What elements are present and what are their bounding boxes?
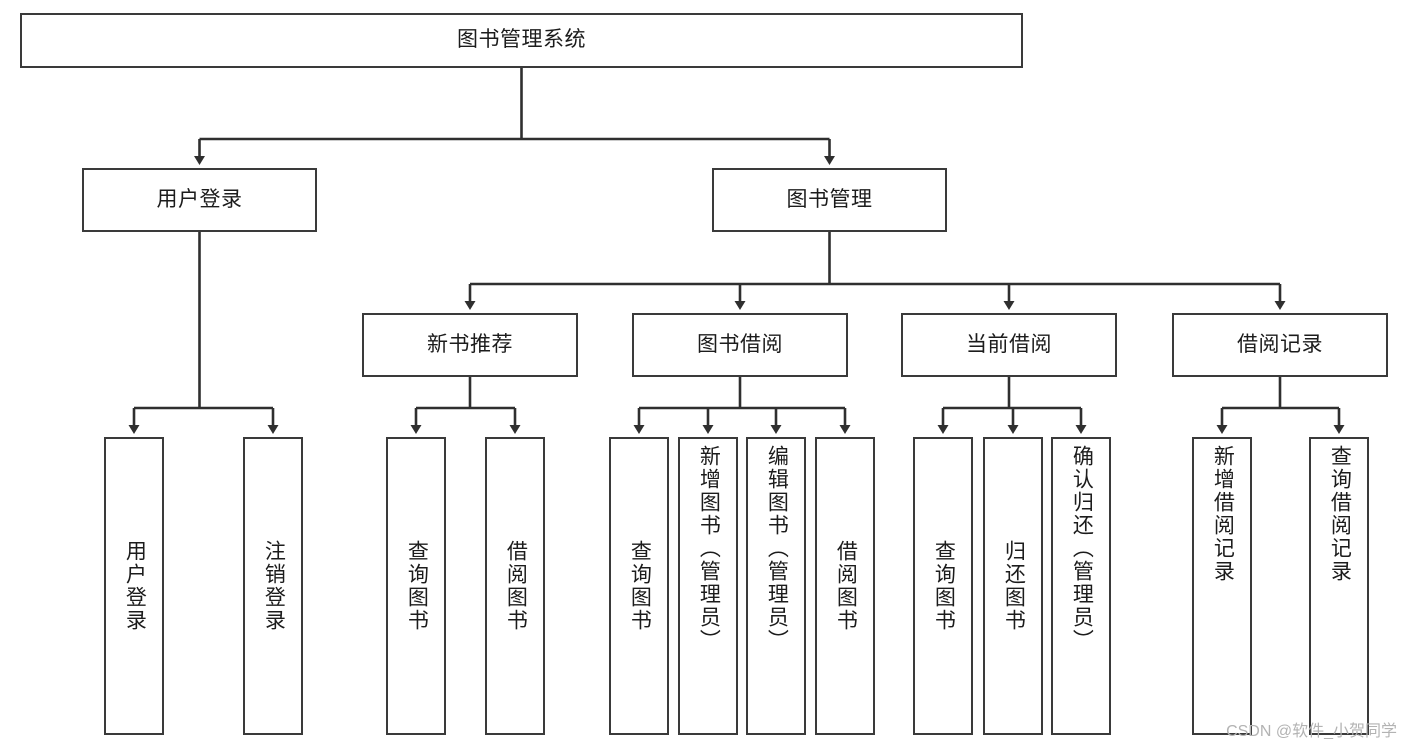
node-label: 图书管理	[786, 187, 873, 211]
node-borrow-record[interactable]: 借阅记录	[1172, 313, 1388, 377]
node-label: 新增借阅记录	[1211, 445, 1235, 583]
node-label: 新增图书（管理员）	[697, 445, 721, 652]
node-leaf-borrow-book-1[interactable]: 借阅图书	[485, 437, 545, 735]
node-label: 图书借阅	[697, 332, 783, 356]
node-label: 图书管理系统	[457, 28, 586, 52]
node-leaf-login[interactable]: 用户登录	[104, 437, 164, 735]
node-leaf-query-record[interactable]: 查询借阅记录	[1309, 437, 1369, 735]
node-label: 用户登录	[156, 187, 243, 211]
node-label: 归还图书	[1002, 540, 1026, 632]
node-leaf-add-record[interactable]: 新增借阅记录	[1192, 437, 1252, 735]
node-leaf-logout[interactable]: 注销登录	[243, 437, 303, 735]
node-label: 查询图书	[932, 540, 956, 632]
node-label: 查询图书	[405, 540, 429, 632]
node-new-book-rec[interactable]: 新书推荐	[362, 313, 578, 377]
csdn-watermark: CSDN @软件_小贺同学	[1226, 723, 1397, 740]
node-leaf-edit-book[interactable]: 编辑图书（管理员）	[746, 437, 806, 735]
node-label: 借阅图书	[504, 540, 528, 632]
node-root[interactable]: 图书管理系统	[20, 13, 1023, 68]
node-label: 借阅图书	[834, 540, 858, 632]
node-label: 编辑图书（管理员）	[765, 445, 789, 652]
node-leaf-query-book-1[interactable]: 查询图书	[386, 437, 446, 735]
node-current-borrow[interactable]: 当前借阅	[901, 313, 1117, 377]
node-label: 查询图书	[628, 540, 652, 632]
node-label: 借阅记录	[1237, 332, 1323, 356]
node-book-manage[interactable]: 图书管理	[712, 168, 947, 232]
node-label: 当前借阅	[966, 332, 1052, 356]
node-label: 用户登录	[123, 540, 147, 632]
node-leaf-return-book[interactable]: 归还图书	[983, 437, 1043, 735]
node-label: 确认归还（管理员）	[1070, 445, 1094, 652]
node-leaf-confirm-ret[interactable]: 确认归还（管理员）	[1051, 437, 1111, 735]
node-leaf-query-book-2[interactable]: 查询图书	[609, 437, 669, 735]
node-leaf-query-book-3[interactable]: 查询图书	[913, 437, 973, 735]
node-label: 注销登录	[262, 540, 286, 632]
node-user-login[interactable]: 用户登录	[82, 168, 317, 232]
connector-edges	[128, 68, 1345, 434]
node-leaf-add-book[interactable]: 新增图书（管理员）	[678, 437, 738, 735]
node-label: 查询借阅记录	[1328, 445, 1352, 583]
node-leaf-borrow-book-2[interactable]: 借阅图书	[815, 437, 875, 735]
node-label: 新书推荐	[427, 332, 513, 356]
node-book-borrow[interactable]: 图书借阅	[632, 313, 848, 377]
